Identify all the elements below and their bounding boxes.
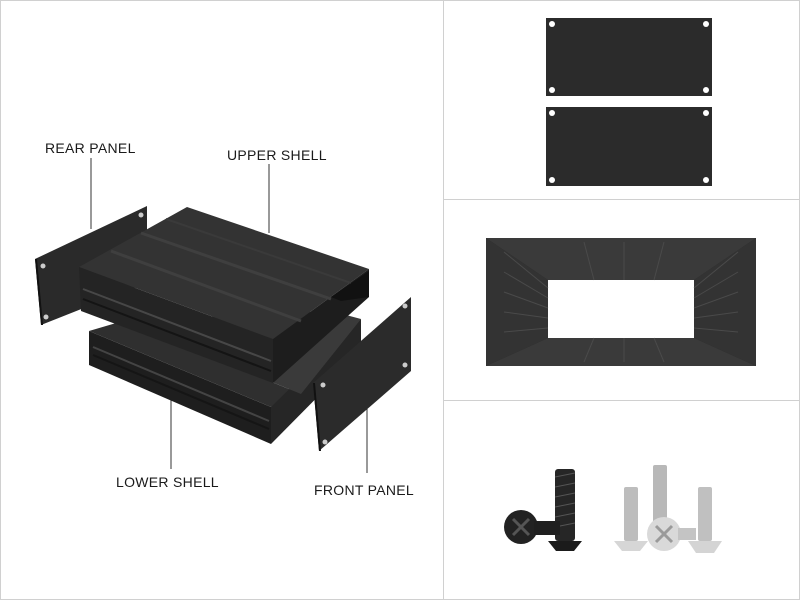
upper-shell-part [79,207,369,383]
black-screw-standing [548,469,582,551]
steel-screw-2 [653,465,667,527]
steel-screw-3 [647,517,696,551]
screws-illustration [504,465,722,553]
steel-screw-4 [688,487,722,553]
front-panel-plate [313,297,411,451]
heatsink-fins [503,241,739,363]
end-plate-bottom [546,107,712,186]
panels-photo [443,0,800,200]
end-plate-top [546,18,712,96]
shell-profile-photo [443,199,800,401]
lower-shell-label: LOWER SHELL [116,474,219,490]
end-plates-illustration [546,18,712,186]
steel-screw-1 [614,487,648,551]
rear-panel-label: REAR PANEL [45,140,136,156]
shell-end-view-illustration [486,238,756,366]
exploded-view-panel: REAR PANEL UPPER SHELL LOWER SHELL FRONT… [0,0,444,600]
black-screw-lying [504,510,560,544]
exploded-enclosure-illustration [35,158,411,473]
upper-shell-label: UPPER SHELL [227,147,327,163]
front-panel-label: FRONT PANEL [314,482,415,498]
screws-photo [443,400,800,600]
